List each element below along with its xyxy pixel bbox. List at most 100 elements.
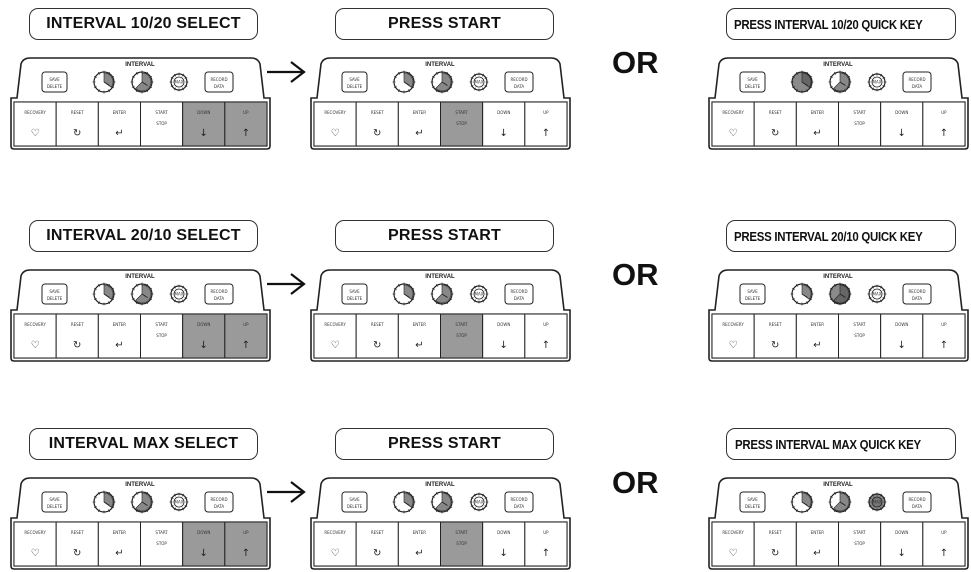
- console-start-3: INTERVALSAVEDELETERECORDDATAMAXRECOVERY♡…: [310, 477, 571, 570]
- record-data-text-2: DATA: [912, 84, 923, 89]
- console-button-down: DOWN↓: [880, 313, 924, 359]
- console-button-glyph-icon: ↑: [940, 340, 948, 351]
- console-button-text: UP: [543, 530, 549, 535]
- dial-max-text: MAX: [873, 292, 882, 297]
- record-data-key: RECORD DATA: [504, 283, 534, 305]
- console-quick-key-1: INTERVALSAVEDELETERECORDDATAMAXRECOVERY♡…: [708, 57, 969, 150]
- console-button-glyph-icon: ↓: [898, 340, 906, 351]
- dial-20-icon: [130, 70, 154, 94]
- console-button-reset: RESET↻: [355, 313, 399, 359]
- quick-key-label-2-text: PRESS INTERVAL 20/10 QUICK KEY: [733, 228, 923, 244]
- save-delete-text-2: DELETE: [47, 504, 63, 509]
- console-button-glyph-icon: ↵: [813, 548, 821, 559]
- console-button-glyph-icon: ♡: [31, 548, 40, 559]
- console-button-text: RESET: [71, 530, 84, 535]
- console-button-text: DOWN: [497, 110, 510, 115]
- console-button-glyph-icon: ↑: [542, 548, 550, 559]
- console-title: INTERVAL: [125, 482, 155, 488]
- console-button-glyph-icon: ↻: [73, 128, 81, 139]
- dial-20-icon: [828, 70, 852, 94]
- console-quick-key-2: INTERVALSAVEDELETERECORDDATAMAXRECOVERY♡…: [708, 269, 969, 362]
- console-button-glyph-icon: ↑: [542, 340, 550, 351]
- console-button-up: UP ↑: [524, 101, 568, 147]
- console-button-text: UP: [941, 530, 947, 535]
- save-delete-text-2: DELETE: [347, 504, 363, 509]
- console-title: INTERVAL: [823, 62, 853, 68]
- record-data-text: RECORD: [908, 497, 925, 502]
- record-data-text-2: DATA: [514, 504, 525, 509]
- record-data-text: RECORD: [210, 497, 227, 502]
- console-title: INTERVAL: [125, 62, 155, 68]
- console-button-text: DOWN: [497, 530, 510, 535]
- dial-max-text: MAX: [475, 500, 484, 505]
- console-title: INTERVAL: [125, 274, 155, 280]
- console-button-text: ENTER: [811, 322, 824, 327]
- console-button-reset: RESET↻: [753, 313, 797, 359]
- console-button-text: UP: [243, 110, 249, 115]
- console-button-glyph-icon: ♡: [331, 128, 340, 139]
- press-start-label-1-text: PRESS START: [387, 15, 502, 32]
- console-button-glyph-icon: ♡: [31, 128, 40, 139]
- console-title: INTERVAL: [823, 482, 853, 488]
- console-button-text-2: STOP: [456, 333, 467, 338]
- save-delete-text: SAVE: [747, 497, 758, 502]
- console-button-text: ENTER: [811, 530, 824, 535]
- console-button-text: START: [853, 322, 866, 327]
- save-delete-text-2: DELETE: [745, 84, 761, 89]
- console-quick-key-3: INTERVALSAVEDELETERECORDDATAMAXRECOVERY♡…: [708, 477, 969, 570]
- record-data-text-2: DATA: [214, 84, 225, 89]
- console-button-down: DOWN↓: [182, 313, 226, 359]
- console-button-down: DOWN↓: [482, 101, 526, 147]
- console-button-glyph-icon: ↓: [898, 548, 906, 559]
- console-button-text-2: STOP: [854, 333, 865, 338]
- console-button-text: RESET: [71, 110, 84, 115]
- record-data-text-2: DATA: [214, 504, 225, 509]
- console-button-recovery: RECOVERY♡: [711, 521, 755, 567]
- record-data-text-2: DATA: [514, 296, 525, 301]
- dial-max-icon: MAX: [169, 72, 189, 92]
- console-button-glyph-icon: ↑: [242, 548, 250, 559]
- dial-max-text: MAX: [175, 292, 184, 297]
- dial-max-icon: MAX: [169, 284, 189, 304]
- record-data-text: RECORD: [510, 77, 527, 82]
- console-button-glyph-icon: ↑: [542, 128, 550, 139]
- record-data-text: RECORD: [510, 289, 527, 294]
- console-button-glyph-icon: ↑: [242, 128, 250, 139]
- console-button-text: ENTER: [113, 110, 126, 115]
- console-button-glyph-icon: ↻: [373, 128, 381, 139]
- console-button-start-stop: START STOP: [838, 313, 882, 359]
- console-button-glyph-icon: ↻: [73, 340, 81, 351]
- dial-20-icon: [430, 282, 454, 306]
- dial-10-icon: [392, 282, 416, 306]
- save-delete-text-2: DELETE: [347, 296, 363, 301]
- console-button-text: DOWN: [895, 110, 908, 115]
- console-button-reset: RESET↻: [55, 313, 99, 359]
- console-button-enter: ENTER ↵: [97, 101, 142, 147]
- console-button-glyph-icon: ↓: [200, 340, 208, 351]
- console-button-glyph-icon: ♡: [31, 340, 40, 351]
- save-delete-text-2: DELETE: [347, 84, 363, 89]
- select-label-2: INTERVAL 20/10 SELECT: [29, 220, 258, 252]
- console-button-glyph-icon: ↑: [940, 128, 948, 139]
- or-label: OR: [612, 45, 659, 80]
- dial-10-icon: [92, 282, 116, 306]
- press-start-label-1: PRESS START: [335, 8, 554, 40]
- console-button-down: DOWN↓: [482, 521, 526, 567]
- console-button-glyph-icon: ↻: [771, 340, 779, 351]
- console-button-text: UP: [543, 110, 549, 115]
- console-button-text: START: [853, 530, 866, 535]
- dial-20-icon: [828, 490, 852, 514]
- console-select-2: INTERVALSAVEDELETERECORDDATAMAXRECOVERY♡…: [10, 269, 271, 362]
- console-button-text: DOWN: [895, 530, 908, 535]
- console-button-glyph-icon: ↵: [115, 128, 123, 139]
- console-button-enter: ENTER↵: [397, 313, 442, 359]
